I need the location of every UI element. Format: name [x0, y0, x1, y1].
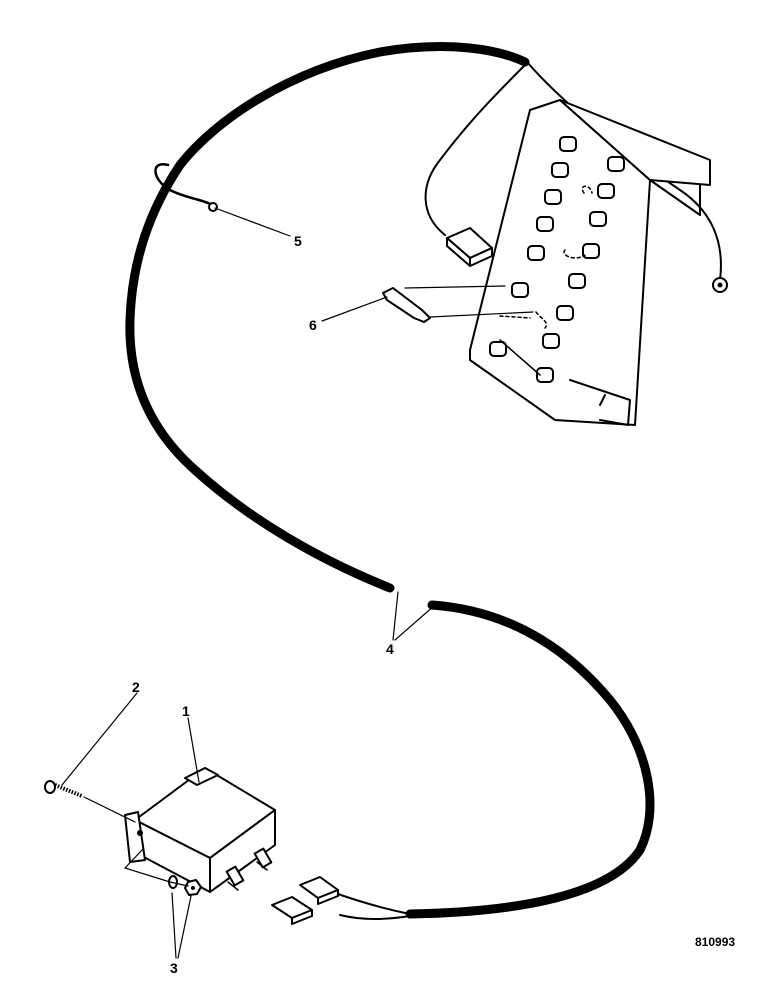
mounting-screw: [44, 780, 136, 823]
fuse-box-top-rail: [559, 99, 711, 186]
washer-and-nut: [124, 848, 202, 896]
spade-connectors: [271, 876, 339, 925]
callout-4-label: 4: [386, 641, 394, 657]
fuse-box-front-face: [469, 99, 651, 426]
callout-3-label: 3: [170, 960, 178, 976]
callout-1-label: 1: [182, 703, 190, 719]
harness-branch-to-connector: [424, 64, 526, 236]
fuse-clips: [489, 136, 625, 383]
fuse-box: [469, 99, 711, 426]
harness-clip: [154, 162, 218, 212]
harness-lower-cable: [405, 600, 655, 919]
ring-terminal: [712, 277, 728, 293]
glass-fuse: [382, 285, 534, 323]
relay-mounting-bracket: [124, 811, 146, 863]
relay-unit: [124, 767, 276, 893]
harness-branch-bottom-a: [334, 892, 411, 915]
callout-6-label: 6: [309, 317, 317, 333]
harness-plug-connector: [446, 227, 493, 267]
callout-5-label: 5: [294, 233, 302, 249]
callout-2-label: 2: [132, 679, 140, 695]
harness-branch-bottom-b: [339, 914, 411, 920]
leader-lines: [61, 207, 436, 959]
figure-number: 810993: [695, 935, 735, 949]
